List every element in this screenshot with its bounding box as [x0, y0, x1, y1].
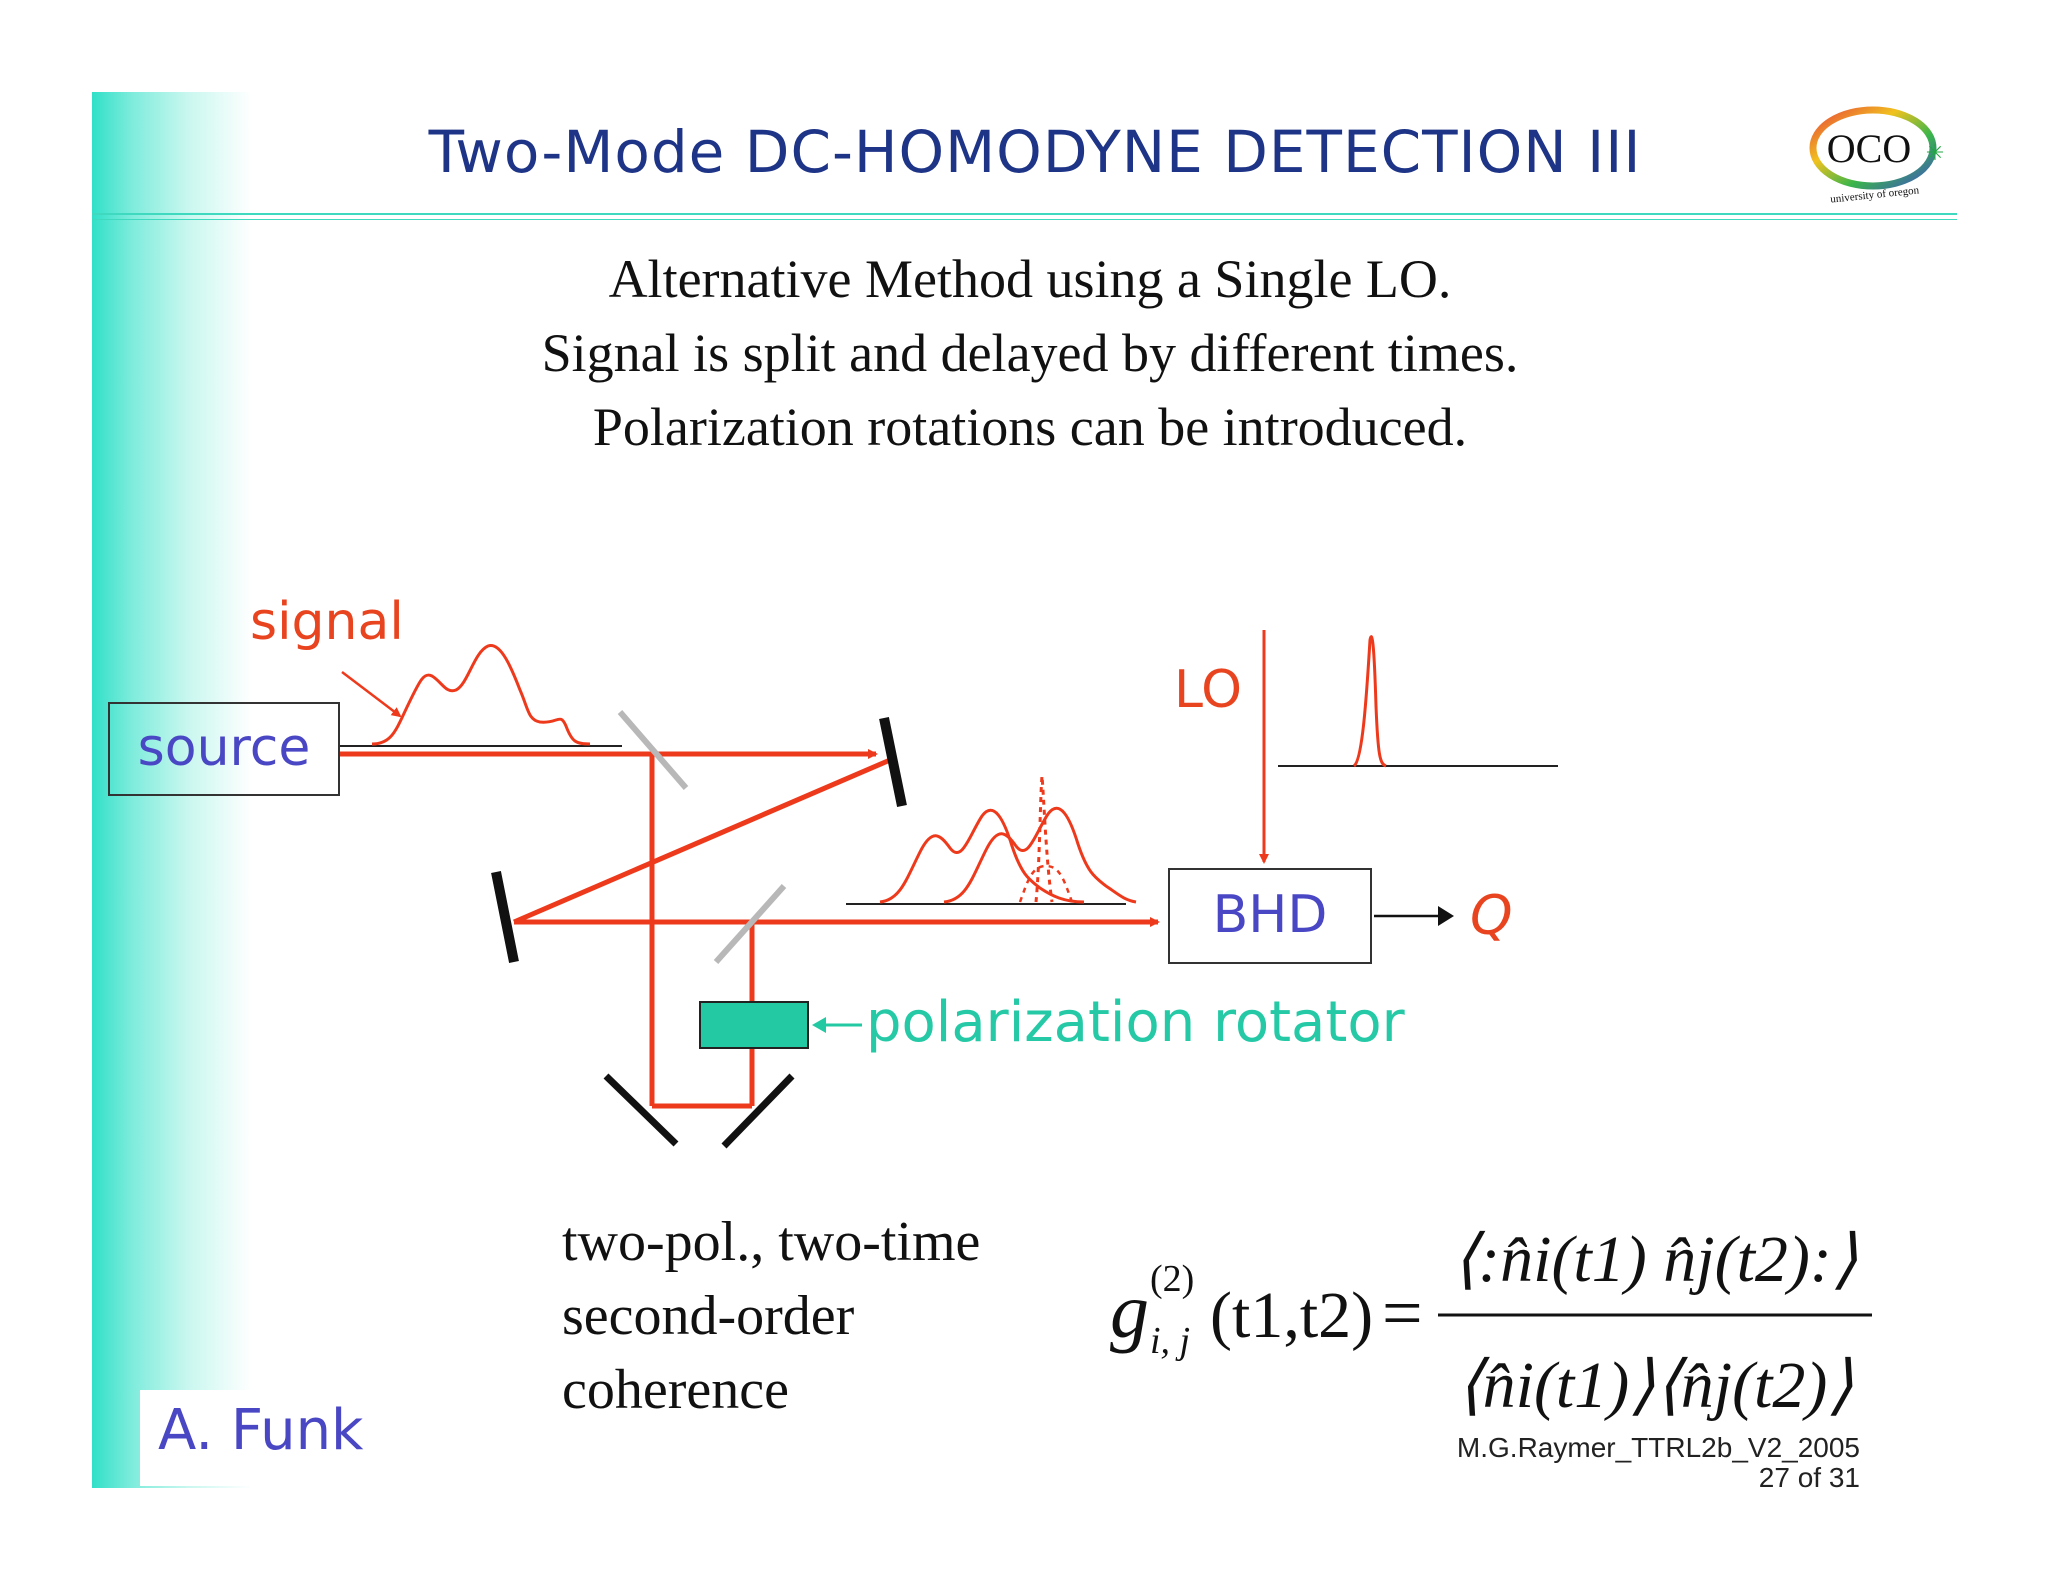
output-arrow-head	[1438, 906, 1454, 926]
author-label: A. Funk	[158, 1398, 364, 1463]
mirror-bottom-right	[721, 1073, 795, 1149]
title-rule-thin	[92, 219, 1957, 220]
sidebar-gradient	[92, 92, 252, 1488]
subtitle-line-3: Polarization rotations can be introduced…	[592, 397, 1468, 457]
eq-subscript: i, j	[1150, 1320, 1190, 1362]
mirror-bottom-left	[603, 1073, 679, 1147]
bhd-label: BHD	[1212, 885, 1328, 945]
output-pulse-2	[943, 806, 1137, 904]
source-box	[108, 702, 340, 796]
eq-lhs: g	[1110, 1267, 1149, 1354]
source-label: source	[137, 718, 311, 778]
signal-label: signal	[250, 592, 404, 652]
beam-diagonal	[513, 757, 891, 925]
bhd-box	[1168, 868, 1372, 964]
eq-denominator: ⟨n̂i(t1)⟩⟨n̂j(t2)⟩	[1457, 1349, 1854, 1422]
caption-line-3: coherence	[562, 1359, 789, 1421]
caption-line-2: second-order	[562, 1285, 855, 1347]
slide-title: Two-Mode DC-HOMODYNE DETECTION III	[428, 118, 1642, 186]
oco-logo: OCO ✳ university of oregon	[1809, 106, 1944, 206]
beam-splitter-2	[713, 883, 787, 965]
rotator-label: polarization rotator	[866, 990, 1405, 1055]
subtitle-line-1: Alternative Method using a Single LO.	[608, 249, 1452, 309]
rotator-pointer-head	[812, 1017, 826, 1033]
eq-superscript: (2)	[1150, 1258, 1194, 1300]
author-box	[140, 1390, 380, 1486]
beam-splitter-1	[617, 710, 689, 790]
output-pulse-1	[879, 808, 1085, 904]
signal-pulse	[371, 644, 591, 746]
subtitle-line-2: Signal is split and delayed by different…	[541, 323, 1519, 383]
output-pulse-dotted	[1034, 775, 1054, 903]
output-overlap-dotted	[1018, 864, 1074, 903]
coherence-equation: g (2) i, j (t1,t2) = ⟨:n̂i(t1) n̂j(t2):⟩…	[1110, 1223, 1872, 1422]
logo-star-icon: ✳	[1926, 140, 1944, 165]
lo-pulse	[1352, 635, 1387, 768]
lo-label: LO	[1174, 660, 1243, 720]
eq-args: (t1,t2)	[1210, 1279, 1373, 1352]
signal-pointer-arrow	[341, 671, 402, 718]
eq-numerator: ⟨:n̂i(t1) n̂j(t2):⟩	[1452, 1223, 1857, 1296]
footer-page-number: 27 of 31	[1758, 1462, 1860, 1493]
eq-equals: =	[1382, 1273, 1423, 1353]
footer-doc-id: M.G.Raymer_TTRL2b_V2_2005	[1456, 1432, 1860, 1463]
title-rule	[92, 213, 1957, 215]
mirror-top-right	[879, 716, 907, 808]
logo-text: OCO	[1827, 126, 1911, 171]
caption-line-1: two-pol., two-time	[562, 1211, 981, 1273]
output-q-label: Q	[1470, 884, 1513, 947]
mirror-left	[491, 871, 519, 963]
polarization-rotator	[699, 1001, 809, 1049]
